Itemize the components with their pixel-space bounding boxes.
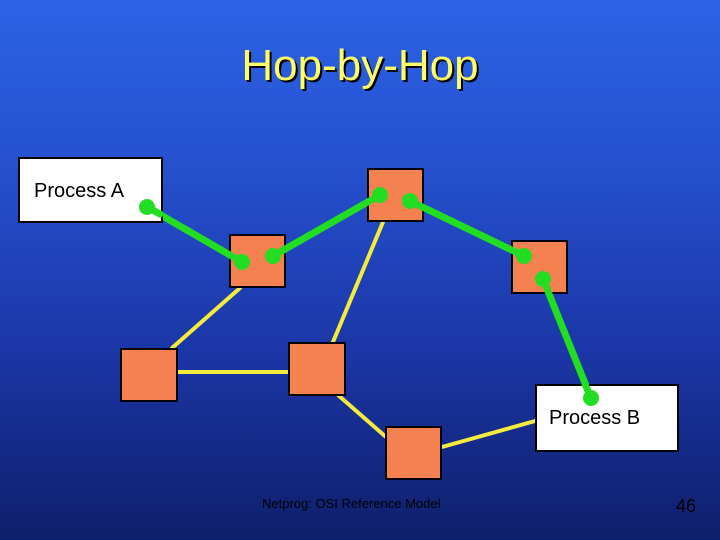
slide-footer: Netprog: OSI Reference Model	[262, 496, 441, 511]
link-r6-processb	[440, 419, 537, 449]
hop-endpoint	[402, 193, 418, 209]
hop-2	[269, 191, 384, 260]
hop-endpoint	[535, 271, 551, 287]
process-a-box: Process A	[18, 157, 163, 223]
link-r1-r4	[170, 286, 242, 350]
routers	[120, 168, 568, 480]
network-links	[170, 220, 537, 449]
router-6	[385, 426, 442, 480]
link-r2-r5	[331, 220, 385, 344]
process-b-label: Process B	[549, 407, 641, 429]
hop-endpoint	[234, 254, 250, 270]
link-r5-r6	[336, 393, 388, 439]
router-5	[288, 342, 346, 396]
hop-endpoint	[516, 248, 532, 264]
router-4	[120, 348, 178, 402]
hop-endpoint	[265, 248, 281, 264]
hop-endpoint	[372, 187, 388, 203]
hop-3	[406, 197, 528, 260]
process-a-label: Process A	[34, 180, 125, 202]
page-number: 46	[676, 496, 697, 516]
slide-title: Hop-by-Hop	[241, 41, 479, 90]
process-b-box: Process B	[535, 384, 679, 452]
hop-path	[143, 191, 595, 402]
hop-4	[539, 275, 595, 402]
